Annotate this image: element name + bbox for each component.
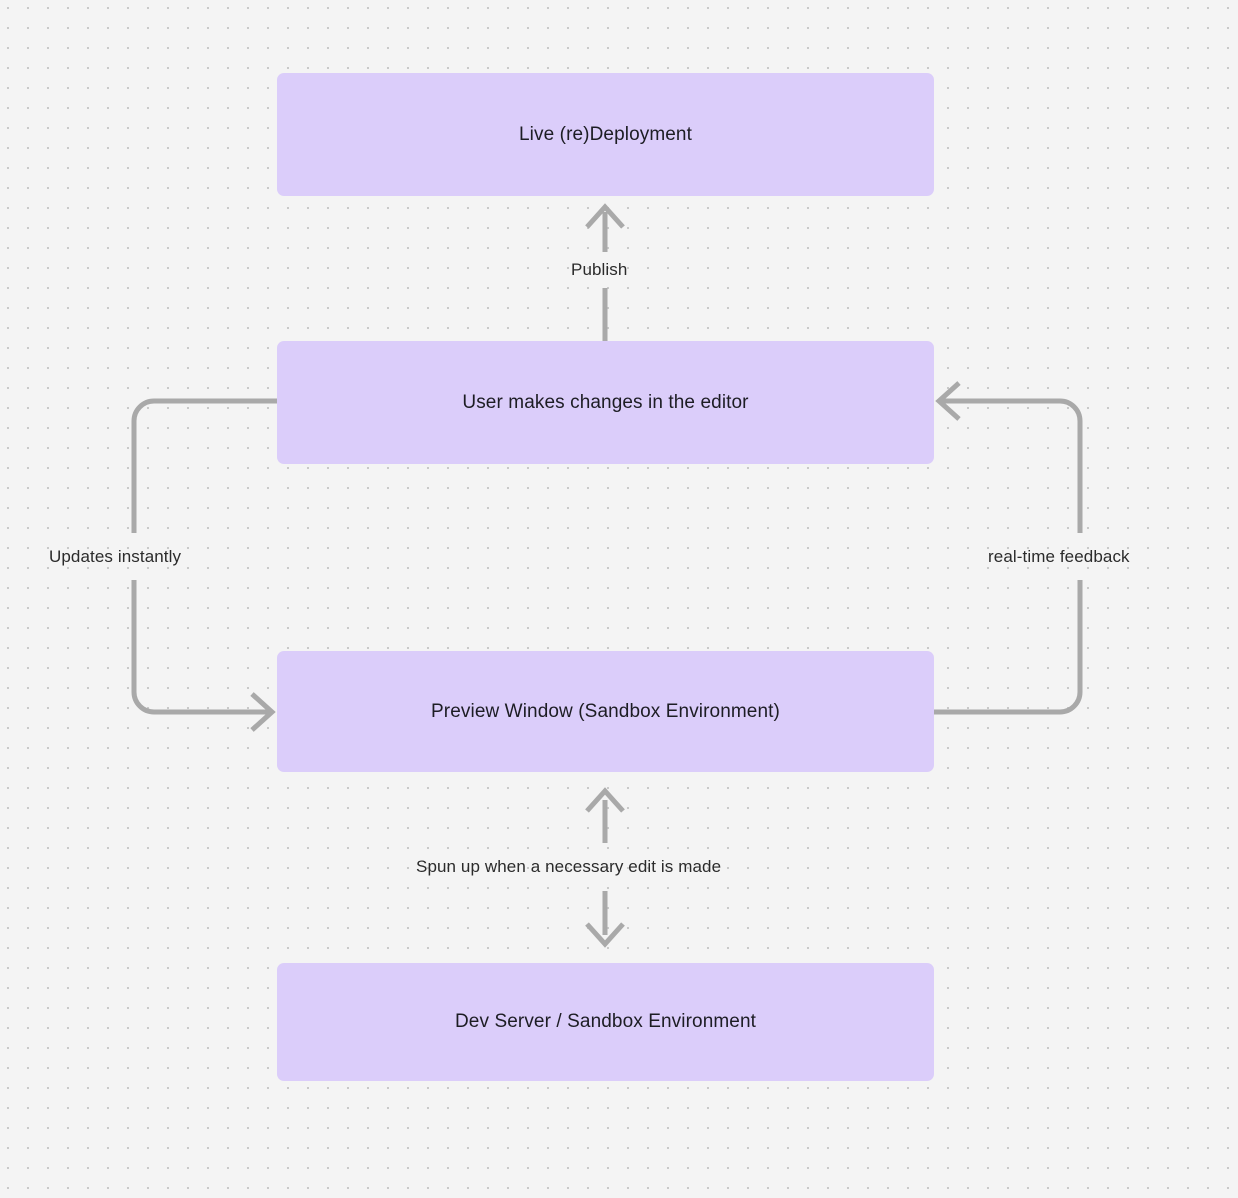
edge-label-publish: Publish (571, 260, 628, 279)
edge-feedback-upper-segment (939, 398, 1083, 533)
edge-publish-arrowhead (585, 203, 625, 229)
edge-updates-upper-segment (131, 398, 277, 533)
edge-updates-lower-segment (131, 580, 272, 715)
edge-label-real-time-feedback: real-time feedback (988, 547, 1130, 566)
node-live-deployment[interactable]: Live (re)Deployment (277, 73, 934, 196)
node-live-deployment-label: Live (re)Deployment (519, 123, 692, 145)
node-dev-server[interactable]: Dev Server / Sandbox Environment (277, 963, 934, 1081)
node-preview-window[interactable]: Preview Window (Sandbox Environment) (277, 651, 934, 772)
node-user-edits-label: User makes changes in the editor (462, 391, 749, 413)
edge-feedback-arrowhead (935, 381, 961, 421)
node-user-edits[interactable]: User makes changes in the editor (277, 341, 934, 464)
edge-label-spun-up: Spun up when a necessary edit is made (416, 857, 722, 876)
edge-spun-up-arrowhead-down (585, 922, 625, 948)
edge-spun-up-arrowhead-up (585, 787, 625, 813)
node-preview-window-label: Preview Window (Sandbox Environment) (431, 700, 780, 722)
edge-label-updates-instantly: Updates instantly (49, 547, 182, 566)
edge-updates-arrowhead (250, 692, 276, 732)
node-dev-server-label: Dev Server / Sandbox Environment (454, 1011, 756, 1033)
edge-feedback-lower-segment (934, 580, 1083, 715)
